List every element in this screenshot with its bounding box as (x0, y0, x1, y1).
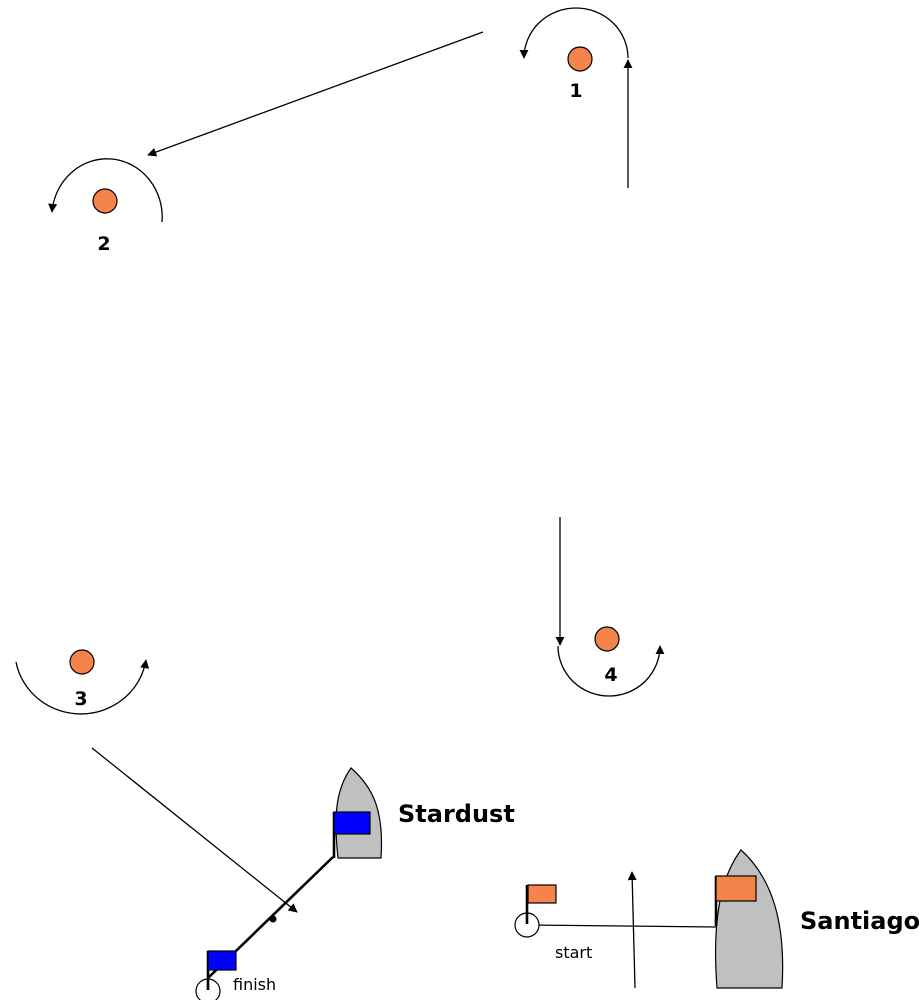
leg-mark-3-to-finish (91, 747, 298, 913)
start-label: start (555, 943, 592, 962)
mark-2: 2 (48, 158, 163, 255)
santiago-name: Santiago (800, 907, 919, 935)
boat-stardust: Stardust (332, 767, 515, 859)
santiago-hull-icon (715, 849, 784, 989)
rounding-arc-mark-1-icon (519, 7, 629, 59)
mark-4-label: 4 (604, 664, 617, 686)
mark-4: 4 (557, 626, 665, 697)
santiago-orange-flag-icon (715, 875, 757, 902)
mark-2-label: 2 (97, 233, 110, 255)
stardust-blue-flag-icon (333, 811, 371, 835)
mark-3: 3 (15, 649, 150, 715)
rounding-arc-mark-4-icon (557, 645, 665, 697)
buoy-mark-3-icon (69, 649, 95, 675)
start-line: start (514, 884, 717, 962)
finish-label: finish (233, 975, 276, 994)
buoy-mark-2-icon (92, 188, 118, 214)
mark-1: 1 (519, 7, 629, 102)
buoy-mark-4-icon (594, 626, 620, 652)
buoy-mark-1-icon (567, 46, 593, 72)
leg-start-to-mark-1 (627, 871, 637, 989)
boat-santiago: Santiago (714, 849, 919, 989)
rounding-arc-mark-2-icon (48, 158, 163, 223)
start-line-segment (526, 924, 717, 928)
finish-blue-flag-icon (207, 950, 237, 971)
finish-line-point-icon (269, 915, 277, 923)
finish-line: finish (195, 856, 334, 1000)
start-orange-flag-icon (527, 884, 557, 904)
mark-1-label: 1 (569, 80, 582, 102)
mark-3-label: 3 (74, 688, 87, 710)
stardust-name: Stardust (398, 800, 515, 828)
leg-mark-1-to-mark-2 (147, 31, 484, 157)
rounding-arc-mark-3-icon (15, 659, 150, 715)
